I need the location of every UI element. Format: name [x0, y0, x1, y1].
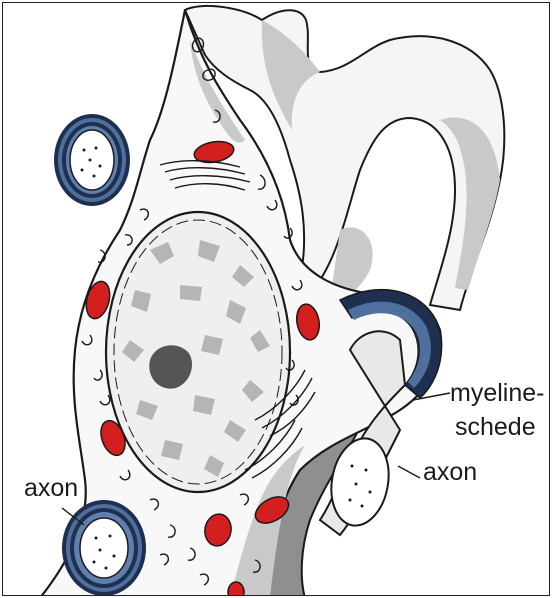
- nucleus: [106, 212, 290, 492]
- myelin-sheath-lower-left: [62, 500, 146, 596]
- label-myelin-line1: myeline-: [450, 381, 544, 406]
- label-axon-left: axon: [24, 476, 78, 501]
- leader-axon-right: [398, 466, 420, 478]
- label-axon-right: axon: [423, 460, 477, 485]
- myelin-sheath-upper-left: [54, 114, 130, 206]
- label-myelin-line2: schede: [455, 415, 536, 440]
